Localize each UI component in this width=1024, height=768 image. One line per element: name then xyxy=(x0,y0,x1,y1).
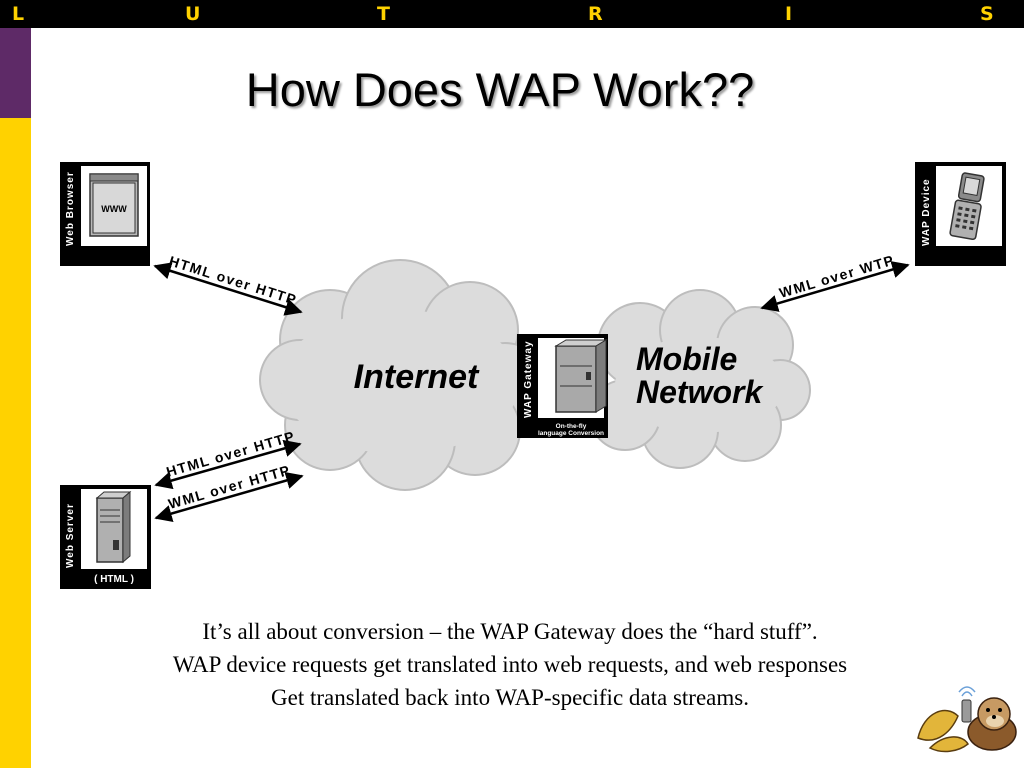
caption-line-2: WAP device requests get translated into … xyxy=(172,652,848,677)
caption-line-3: Get translated back into WAP-specific da… xyxy=(271,685,749,710)
slide-title: How Does WAP Work?? xyxy=(245,63,755,116)
wap-gateway-caption-line2: language Conversion xyxy=(538,430,604,437)
web-server-box: Web Server ( HTML ) xyxy=(60,485,151,589)
web-browser-box: WWW Web Browser xyxy=(60,162,150,266)
wap-device-box: WAP Device xyxy=(915,162,1006,266)
mobile-network-label-line1: Mobile xyxy=(636,341,737,377)
otter-with-phone-icon xyxy=(917,686,1017,753)
header-letter: I xyxy=(785,3,793,25)
server-icon xyxy=(554,339,608,413)
sidebar-accent-purple xyxy=(0,28,31,118)
header-letter: U xyxy=(185,3,201,25)
wap-gateway-label: WAP Gateway xyxy=(523,340,534,418)
device-network-arrow xyxy=(760,261,910,312)
browser-window-icon: WWW xyxy=(89,173,139,237)
web-server-label: Web Server xyxy=(65,503,76,568)
web-server-caption: ( HTML ) xyxy=(94,574,134,585)
internet-label: Internet xyxy=(354,358,480,396)
browser-link-label: HTML over HTTP xyxy=(167,253,299,308)
header-letter: L xyxy=(12,3,25,25)
internet-cloud: Internet xyxy=(259,259,548,491)
mobile-phone-icon xyxy=(949,172,985,241)
caption-line-1: It’s all about conversion – the WAP Gate… xyxy=(202,619,818,644)
sidebar-accent-gold xyxy=(0,118,31,768)
slide-caption: It’s all about conversion – the WAP Gate… xyxy=(0,615,1020,714)
header-letter: R xyxy=(588,3,603,25)
server-tower-icon xyxy=(95,490,132,564)
wap-device-label: WAP Device xyxy=(921,178,932,246)
device-link-label: WML over WTP xyxy=(777,252,896,301)
browser-screen-text: WWW xyxy=(101,204,127,214)
header-bar: L U T R I S xyxy=(0,0,1024,28)
wap-gateway-box: WAP Gateway On-the-fly language Conversi… xyxy=(517,334,608,438)
header-letter: T xyxy=(377,3,390,25)
browser-internet-arrow xyxy=(153,262,303,316)
web-browser-label: Web Browser xyxy=(65,171,76,246)
wap-gateway-caption-line1: On-the-fly xyxy=(556,423,587,430)
mobile-network-label-line2: Network xyxy=(636,374,764,410)
server-wml-arrow xyxy=(154,471,304,523)
header-letter: S xyxy=(980,3,994,25)
mobile-network-cloud: Mobile Network xyxy=(589,289,811,469)
